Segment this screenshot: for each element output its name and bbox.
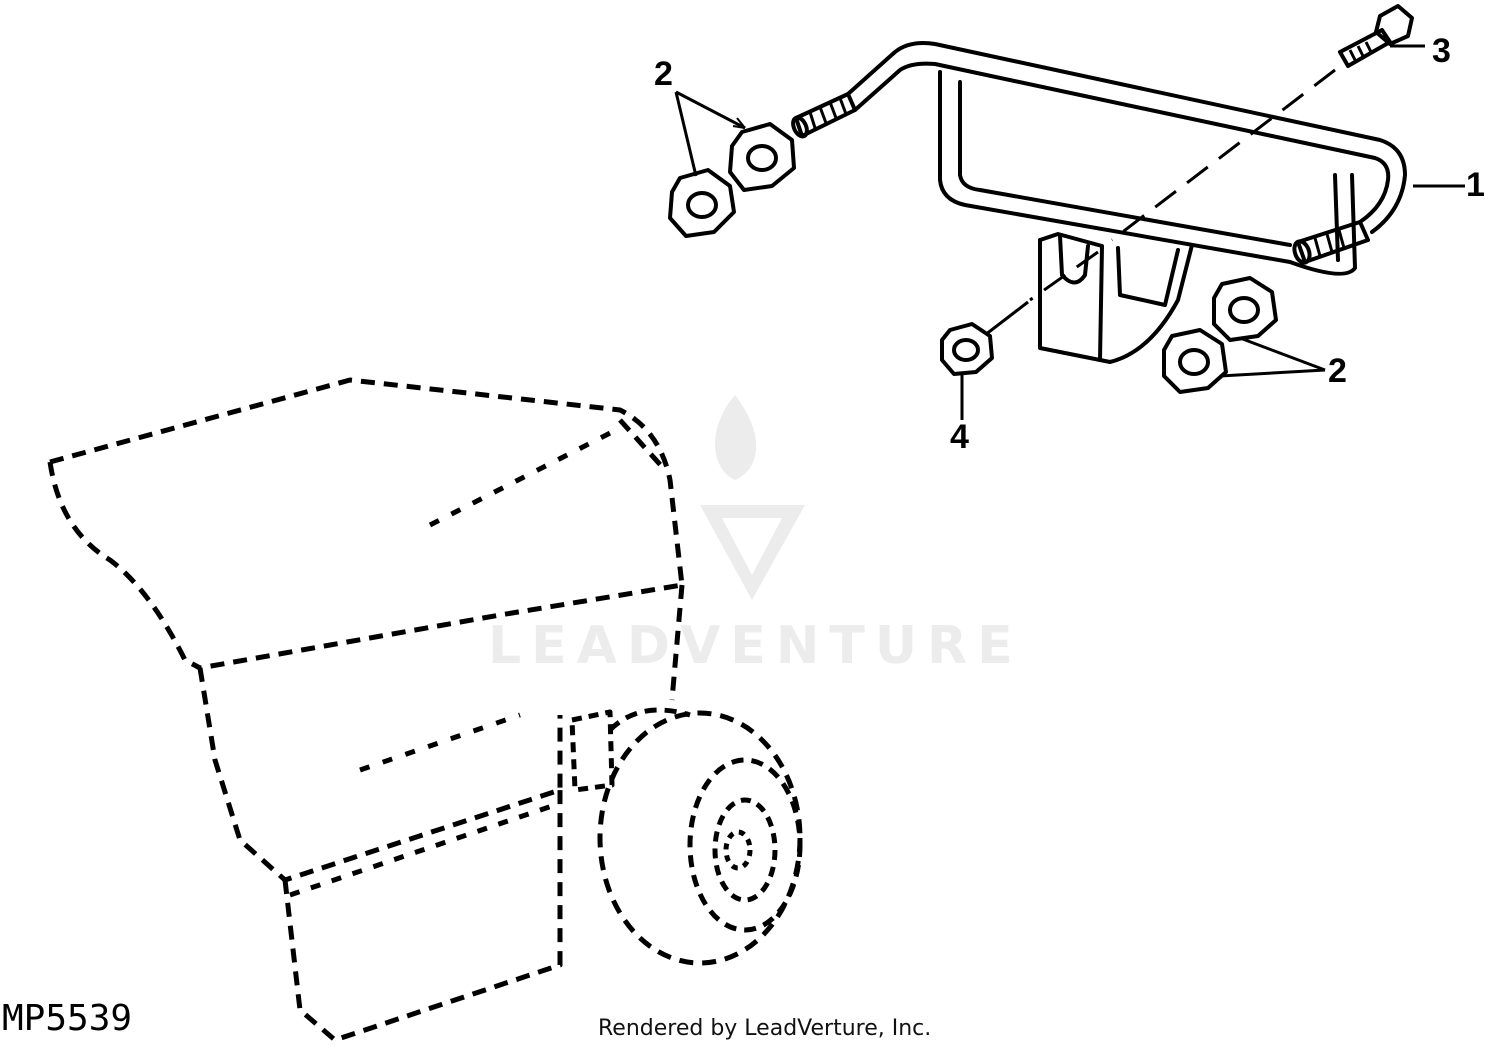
hex-nuts bbox=[668, 122, 1278, 394]
bracket-frame bbox=[938, 70, 1357, 276]
callout-2-lower: 2 bbox=[1328, 352, 1347, 390]
phantom-wheel bbox=[597, 707, 803, 966]
drawing-id: MP5539 bbox=[2, 998, 133, 1039]
assembly-centerline bbox=[1029, 68, 1336, 302]
callout-leaders bbox=[674, 44, 1465, 420]
callout-1: 1 bbox=[1466, 166, 1485, 204]
bracket-assembly bbox=[791, 41, 1407, 364]
nut4-leader-line bbox=[984, 300, 1029, 337]
clip-bracket bbox=[1038, 238, 1194, 364]
rod-inner-edge bbox=[853, 61, 1391, 224]
rod-outer-edge bbox=[846, 41, 1407, 234]
nut-upper-a bbox=[728, 122, 796, 192]
callout-3: 3 bbox=[1432, 32, 1451, 70]
bolt-part-3 bbox=[1338, 4, 1414, 68]
watermark-text: LEADVENTURE bbox=[488, 616, 1023, 676]
phantom-tractor-body bbox=[47, 377, 685, 1043]
nut-lower-b bbox=[1162, 328, 1228, 394]
callout-2-upper: 2 bbox=[654, 55, 673, 93]
watermark-logo bbox=[700, 395, 805, 600]
nut-lower-a bbox=[1212, 276, 1278, 342]
rod-left-end-cap bbox=[791, 115, 809, 139]
nut-part-4 bbox=[940, 322, 994, 376]
nut-upper-b bbox=[668, 168, 736, 238]
callout-4: 4 bbox=[950, 418, 969, 456]
render-credit: Rendered by LeadVerture, Inc. bbox=[598, 1016, 932, 1041]
